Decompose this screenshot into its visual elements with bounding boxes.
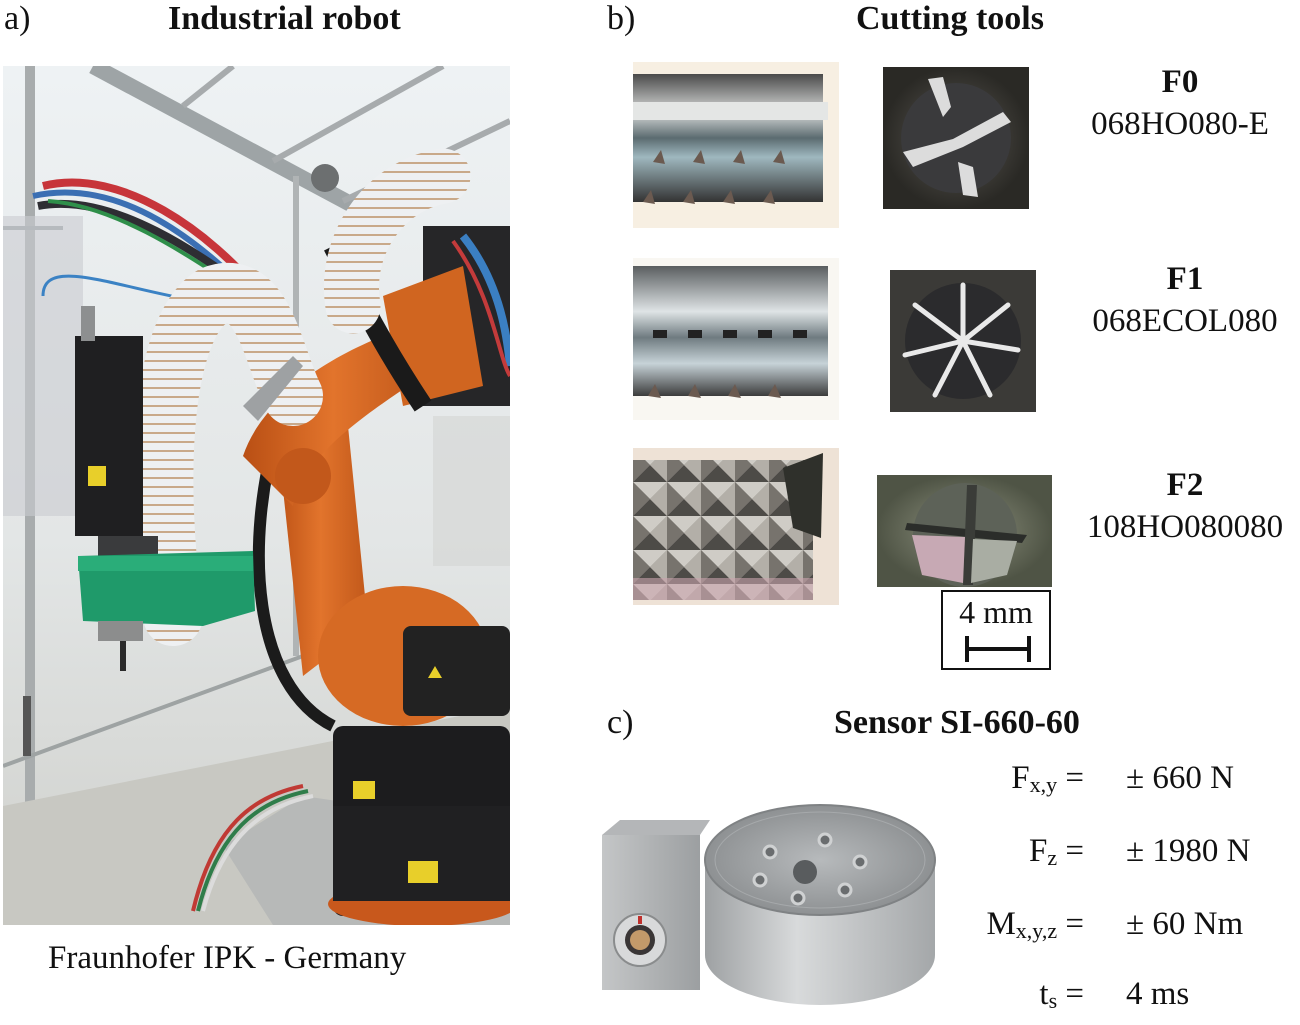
tool-f1-code: 068ECOL080 [1092, 303, 1278, 339]
tool-f2-name: F2 [1166, 467, 1204, 503]
panel-c-title: Sensor SI-660-60 [834, 704, 1080, 741]
scale-bar-line [965, 636, 1031, 662]
spec-symbol: Fz = [1029, 833, 1084, 870]
tool-f2-code: 108HO080080 [1086, 509, 1284, 545]
panel-b-label: b) [607, 0, 636, 37]
spec-row-fxy: Fx,y = ± 660 N [960, 762, 1300, 802]
tool-f0-end-photo [883, 67, 1029, 209]
spec-value: ± 1980 N [1126, 833, 1251, 869]
spec-value: 4 ms [1126, 976, 1190, 1012]
scale-bar-label: 4 mm [959, 594, 1033, 630]
tool-f1-side-photo [633, 258, 839, 420]
tool-f0-code: 068HO080-E [1091, 106, 1269, 142]
industrial-robot-photo [3, 66, 510, 925]
spec-value: ± 60 Nm [1126, 906, 1244, 942]
panel-a-caption: Fraunhofer IPK - Germany [48, 940, 407, 976]
tool-f0-side-photo [633, 62, 839, 228]
spec-symbol: Fx,y = [1011, 760, 1084, 797]
panel-a-label: a) [4, 0, 31, 37]
spec-row-fz: Fz = ± 1980 N [960, 835, 1300, 875]
spec-row-ts: ts = 4 ms [960, 978, 1300, 1018]
spec-row-mxyz: Mx,y,z = ± 60 Nm [960, 908, 1300, 948]
panel-a-title: Industrial robot [168, 0, 401, 37]
force-sensor-photo [590, 790, 950, 1018]
panel-c-label: c) [607, 704, 634, 741]
tool-f0-name: F0 [1161, 64, 1199, 100]
tool-f1-end-photo [890, 270, 1036, 412]
tool-f2-end-photo [877, 475, 1052, 587]
tool-f2-side-photo [633, 448, 839, 605]
spec-symbol: Mx,y,z = [986, 906, 1084, 943]
panel-b-title: Cutting tools [856, 0, 1044, 37]
spec-value: ± 660 N [1126, 760, 1234, 796]
tool-f1-name: F1 [1166, 261, 1204, 297]
spec-symbol: ts = [1039, 976, 1084, 1013]
scale-bar: 4 mm [941, 590, 1051, 670]
